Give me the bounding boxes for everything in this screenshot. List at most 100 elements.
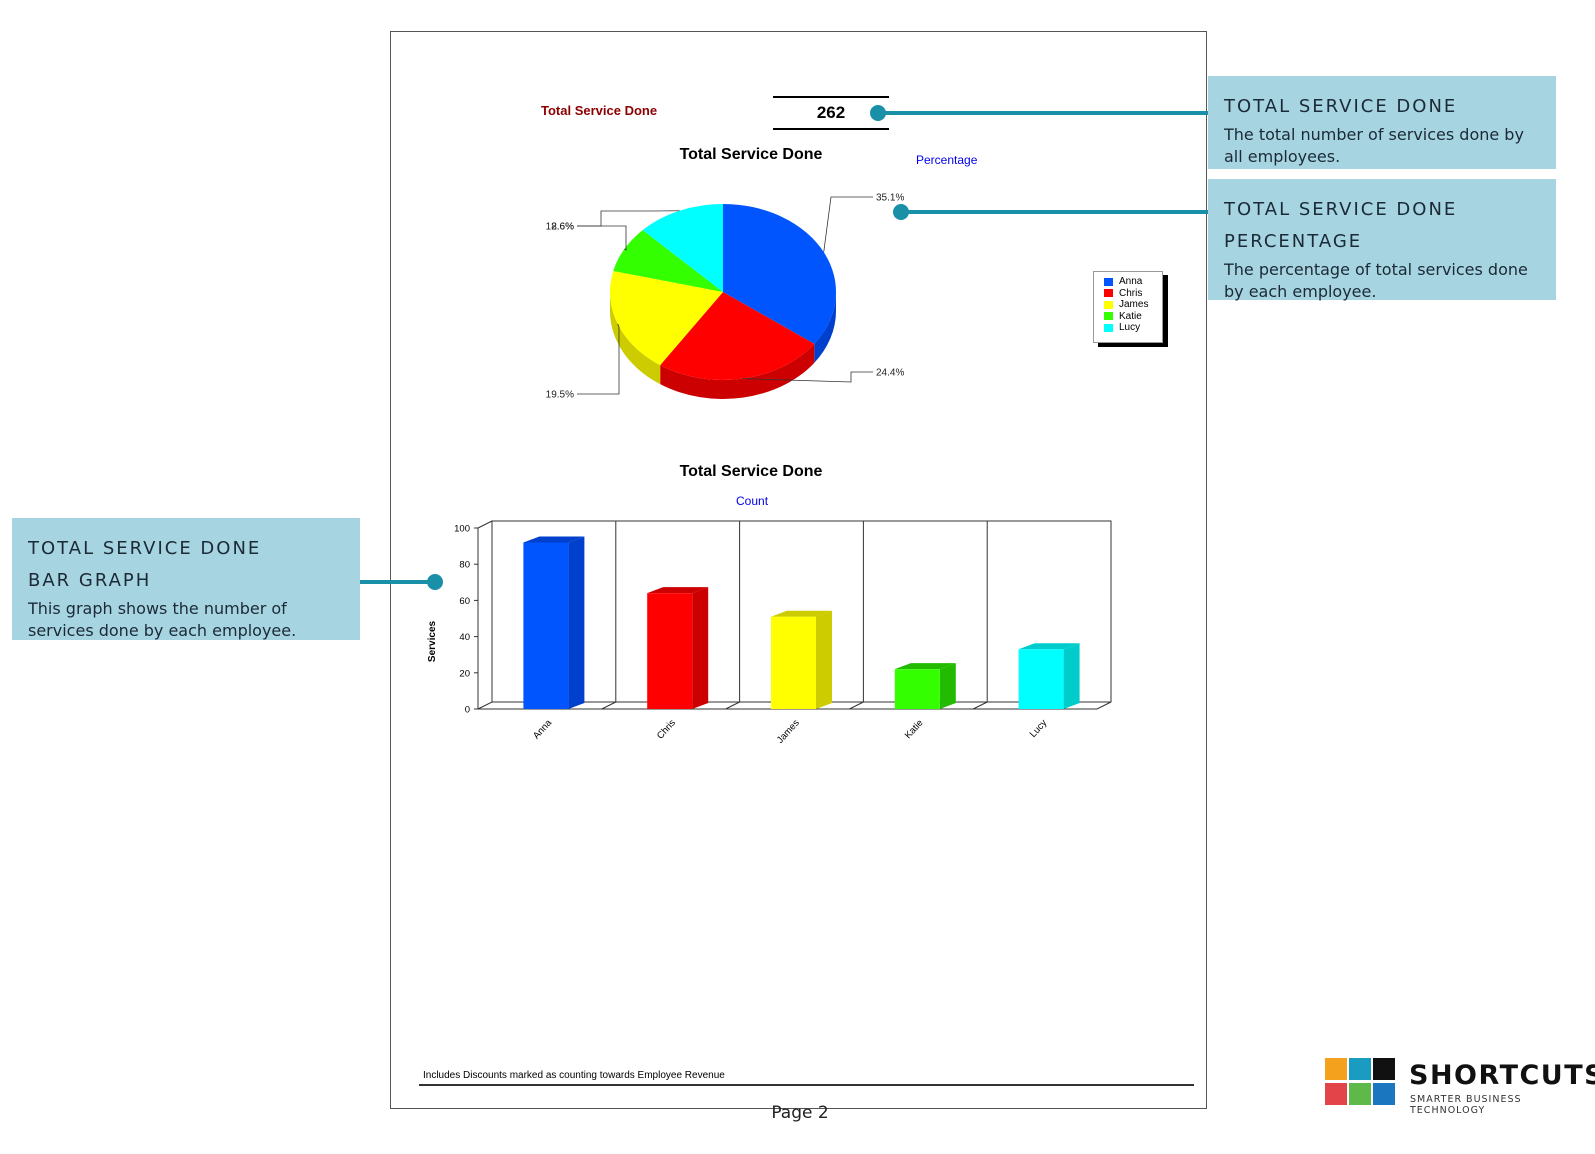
pie-slice-james (610, 270, 723, 366)
bar-chris (647, 593, 693, 709)
pie-chart: 35.1% 24.4% 19.5% 8.6%12.6% (546, 193, 905, 401)
pie-value-label-katie: 8.6% (551, 222, 574, 233)
pie-slice-lucy (642, 204, 723, 292)
legend-item-chris: Chris (1104, 288, 1162, 300)
pie-leader-james (577, 323, 620, 395)
bar-y-axis-label: Services (427, 620, 438, 662)
summary-label: Total Service Done (541, 103, 658, 118)
bar-x-label-anna: Anna (531, 717, 554, 741)
bar-anna (523, 542, 569, 709)
callout-percentage: TOTAL SERVICE DONE PERCENTAGE The percen… (1208, 179, 1556, 301)
footer-note: Includes Discounts marked as counting to… (423, 1070, 725, 1081)
bar-chart-title: Total Service Done (679, 463, 823, 480)
bar-james (771, 616, 816, 709)
callout-bar-body: This graph shows the number of services … (28, 599, 297, 640)
callout-percentage-title-2: PERCENTAGE (1224, 231, 1363, 252)
bar-y-tick-label-20: 20 (459, 668, 470, 679)
pie-side-anna (814, 292, 836, 363)
bar-top-chris (647, 587, 709, 594)
pie-side-chris (660, 343, 815, 399)
bar-floor-divider-1 (601, 701, 617, 710)
footer-divider (419, 1084, 1194, 1086)
pie-slice-katie (613, 230, 723, 292)
callout-bar-graph: TOTAL SERVICE DONE BAR GRAPH This graph … (12, 518, 360, 640)
callout-total-service: TOTAL SERVICE DONE The total number of s… (1208, 76, 1556, 169)
bar-top-katie (894, 663, 956, 670)
callout-percentage-body: The percentage of total services done by… (1224, 260, 1528, 301)
logo-square-green (1349, 1083, 1371, 1105)
bar-top-lucy (1018, 643, 1080, 650)
bar-katie (894, 669, 940, 709)
bar-side-lucy (1063, 643, 1080, 709)
bar-x-label-james: James (775, 717, 802, 745)
bar-top-james (771, 610, 832, 617)
pie-leader-lucy (577, 210, 680, 227)
callout-bar-dot (427, 574, 443, 590)
legend-item-james: James (1104, 299, 1162, 311)
bar-floor-divider-4 (972, 701, 988, 710)
legend-item-anna: Anna (1104, 276, 1162, 288)
bar-top-anna (523, 536, 585, 543)
pie-slice-chris (660, 292, 815, 380)
pie-leader-katie (577, 225, 627, 251)
bar-side-james (816, 610, 832, 709)
bar-y-tick-label-40: 40 (459, 632, 470, 643)
legend-swatch-anna (1104, 277, 1113, 286)
bar-side-anna (568, 536, 585, 709)
pie-legend: Anna Chris James Katie Lucy (1093, 271, 1163, 343)
bar-side-katie (939, 663, 956, 709)
bar-x-label-chris: Chris (655, 717, 678, 741)
callout-bar-title-2: BAR GRAPH (28, 570, 152, 591)
bar-x-label-katie: Katie (903, 718, 926, 741)
bar-y-tick-label-60: 60 (459, 596, 470, 607)
logo-square-red (1325, 1083, 1347, 1105)
logo-square-black (1373, 1058, 1395, 1080)
legend-swatch-chris (1104, 289, 1113, 298)
pie-slice-anna (723, 204, 836, 344)
legend-label-james: James (1119, 299, 1149, 311)
pie-value-label-chris: 24.4% (876, 368, 904, 379)
bar-floor-divider-3 (849, 701, 864, 710)
logo-tagline: SMARTER BUSINESS TECHNOLOGY (1410, 1094, 1522, 1116)
bar-x-label-lucy: Lucy (1028, 717, 1050, 739)
pie-value-label-lucy: 12.6% (546, 222, 574, 233)
pie-chart-subtitle: Percentage (916, 153, 978, 167)
legend-label-lucy: Lucy (1119, 322, 1141, 334)
legend-swatch-lucy (1104, 323, 1113, 332)
bar-side-chris (692, 587, 709, 709)
callout-total-title: TOTAL SERVICE DONE (1224, 96, 1458, 117)
shortcuts-logo: SHORTCUTS SMARTER BUSINESS TECHNOLOGY (1325, 1056, 1595, 1116)
pie-leader-chris (742, 371, 873, 383)
callout-percentage-connector (901, 210, 1208, 214)
callout-total-body: The total number of services done by all… (1224, 125, 1524, 166)
bar-plot-depth-edge (477, 520, 493, 529)
bar-lucy (1018, 649, 1064, 709)
callout-bar-connector (360, 580, 435, 584)
pie-value-label-james: 19.5% (546, 390, 574, 401)
legend-label-anna: Anna (1119, 276, 1143, 288)
legend-label-chris: Chris (1119, 287, 1143, 299)
pie-chart-title: Total Service Done (679, 146, 823, 163)
page-number: Page 2 (771, 1103, 829, 1123)
pie-side-james (610, 292, 661, 385)
summary-total-value: 262 (773, 96, 889, 130)
legend-swatch-katie (1104, 312, 1113, 321)
bar-y-tick-label-0: 0 (465, 705, 470, 716)
legend-item-lucy: Lucy (1104, 322, 1162, 334)
pie-value-label-anna: 35.1% (876, 193, 904, 204)
callout-percentage-title-1: TOTAL SERVICE DONE (1224, 199, 1458, 220)
callout-total-connector (878, 111, 1208, 115)
bar-chart-subtitle: Count (736, 494, 769, 508)
logo-square-teal (1349, 1058, 1371, 1080)
callout-bar-title-1: TOTAL SERVICE DONE (28, 538, 262, 559)
legend-swatch-james (1104, 300, 1113, 309)
bar-y-tick-label-100: 100 (454, 524, 470, 535)
bar-y-tick-label-80: 80 (459, 560, 470, 571)
logo-square-blue (1373, 1083, 1395, 1105)
pie-leader-anna (823, 196, 873, 253)
legend-item-katie: Katie (1104, 311, 1162, 323)
bar-floor-divider-2 (725, 701, 740, 710)
legend-label-katie: Katie (1119, 310, 1142, 322)
report-page: Total Service Done 262 Total Service Don… (390, 31, 1207, 1109)
